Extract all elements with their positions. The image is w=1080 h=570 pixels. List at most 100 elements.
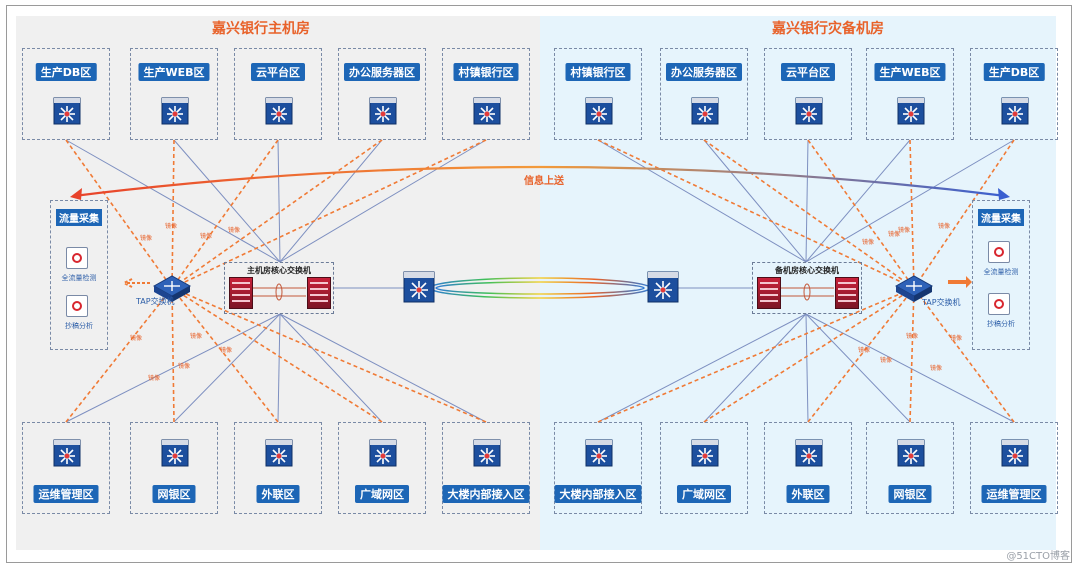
zone-广域网区: 广域网区 <box>338 422 426 514</box>
info-upload-arrowhead-right <box>998 188 1010 200</box>
mirror-line <box>65 139 173 289</box>
uplink-line <box>277 139 281 263</box>
mirror-tag: 镜像 <box>130 334 142 342</box>
uplink-line <box>173 139 281 263</box>
downlink-line <box>279 313 487 423</box>
right-analysis-device-icon <box>988 293 1010 315</box>
diagram-frame <box>6 5 1072 563</box>
mirror-tag: 镜像 <box>858 346 870 354</box>
core-switch-c <box>757 277 781 309</box>
info-upload-label: 信息上送 <box>524 176 564 187</box>
downlink-line <box>279 313 383 423</box>
switch-icon <box>473 439 501 467</box>
core-switch-b <box>307 277 331 309</box>
left-tap-label: TAP交换机 <box>136 297 175 306</box>
zone-label: 生产WEB区 <box>874 63 946 81</box>
switch-icon <box>585 439 613 467</box>
mirror-tag: 镜像 <box>140 234 152 242</box>
mirror-tag: 镜像 <box>200 232 212 240</box>
switch-icon <box>53 97 81 125</box>
mirror-tag: 镜像 <box>165 222 177 230</box>
mirror-line <box>597 287 915 423</box>
dr-link-ring <box>435 281 645 295</box>
zone-村镇银行区: 村镇银行区 <box>442 48 530 140</box>
info-upload-arc <box>73 165 1007 198</box>
downlink-line <box>805 313 1015 423</box>
switch-icon <box>473 97 501 125</box>
zone-广域网区: 广域网区 <box>660 422 748 514</box>
zone-生产WEB区: 生产WEB区 <box>130 48 218 140</box>
right-collection-title: 流量采集 <box>978 209 1024 226</box>
zone-label: 运维管理区 <box>981 485 1047 503</box>
right-tap-arrow <box>948 276 972 288</box>
switch-icon <box>1001 97 1029 125</box>
zone-生产DB区: 生产DB区 <box>22 48 110 140</box>
zone-网银区: 网银区 <box>866 422 954 514</box>
zone-云平台区: 云平台区 <box>234 48 322 140</box>
mirror-tag: 镜像 <box>930 364 942 372</box>
mirror-tag: 镜像 <box>178 362 190 370</box>
zone-云平台区: 云平台区 <box>764 48 852 140</box>
left-detect-label: 全流量检测 <box>61 274 97 282</box>
zone-label: 生产DB区 <box>983 63 1045 81</box>
main-core-switch-group: 主机房核心交换机 <box>224 262 334 314</box>
switch-icon <box>691 439 719 467</box>
mirror-tag: 镜像 <box>906 332 918 340</box>
zone-运维管理区: 运维管理区 <box>970 422 1058 514</box>
zone-label: 生产WEB区 <box>138 63 210 81</box>
switch-icon <box>369 97 397 125</box>
mirror-line <box>171 139 175 289</box>
zone-大楼内部接入区: 大楼内部接入区 <box>442 422 530 514</box>
right-traffic-collection: 流量采集 全流量检测 抄稿分析 <box>972 200 1030 350</box>
mirror-tag: 镜像 <box>862 238 874 246</box>
left-traffic-collection: 流量采集 全流量检测 抄稿分析 <box>50 200 108 350</box>
right-analysis-label: 抄稿分析 <box>987 320 1015 328</box>
mirror-tag: 镜像 <box>950 334 962 342</box>
mirror-tag: 镜像 <box>220 346 232 354</box>
downlink-line <box>703 313 807 423</box>
mirror-line <box>171 287 279 423</box>
mirror-line <box>913 139 1015 289</box>
zone-label: 村镇银行区 <box>453 63 519 81</box>
mirror-tag: 镜像 <box>888 230 900 238</box>
switch-icon <box>585 97 613 125</box>
backup-room-title: 嘉兴银行灾备机房 <box>772 21 884 37</box>
mirror-line <box>807 139 915 289</box>
switch-icon <box>897 97 925 125</box>
mirror-line <box>909 139 915 289</box>
zone-label: 网银区 <box>152 485 196 503</box>
zone-label: 广域网区 <box>355 485 409 503</box>
interconnect-switch-icon <box>647 271 679 303</box>
switch-icon <box>53 439 81 467</box>
zone-label: 云平台区 <box>251 63 305 81</box>
uplink-line <box>279 139 487 263</box>
core-switch-d <box>835 277 859 309</box>
zone-label: 外联区 <box>786 485 830 503</box>
tap-switch-icon <box>894 275 934 302</box>
mirror-tag: 镜像 <box>880 356 892 364</box>
switch-icon <box>691 97 719 125</box>
main-core-label: 主机房核心交换机 <box>247 266 311 275</box>
zone-办公服务器区: 办公服务器区 <box>660 48 748 140</box>
uplink-line <box>703 139 807 263</box>
mirror-line <box>807 287 915 423</box>
mirror-tag: 镜像 <box>190 332 202 340</box>
uplink-line <box>805 139 911 263</box>
switch-icon <box>265 97 293 125</box>
left-analysis-device-icon <box>66 295 88 317</box>
zone-label: 办公服务器区 <box>344 63 420 81</box>
core-bundle-ring <box>275 283 283 301</box>
mirror-line <box>909 287 915 423</box>
switch-icon <box>161 97 189 125</box>
switch-icon <box>369 439 397 467</box>
mirror-tag: 镜像 <box>228 226 240 234</box>
info-upload-arrowhead <box>70 188 82 200</box>
switch-icon <box>795 439 823 467</box>
zone-label: 网银区 <box>888 485 932 503</box>
right-detect-label: 全流量检测 <box>983 268 1019 276</box>
mirror-line <box>703 139 915 289</box>
mirror-tag: 镜像 <box>898 226 910 234</box>
zone-label: 生产DB区 <box>35 63 97 81</box>
zone-label: 云平台区 <box>781 63 835 81</box>
